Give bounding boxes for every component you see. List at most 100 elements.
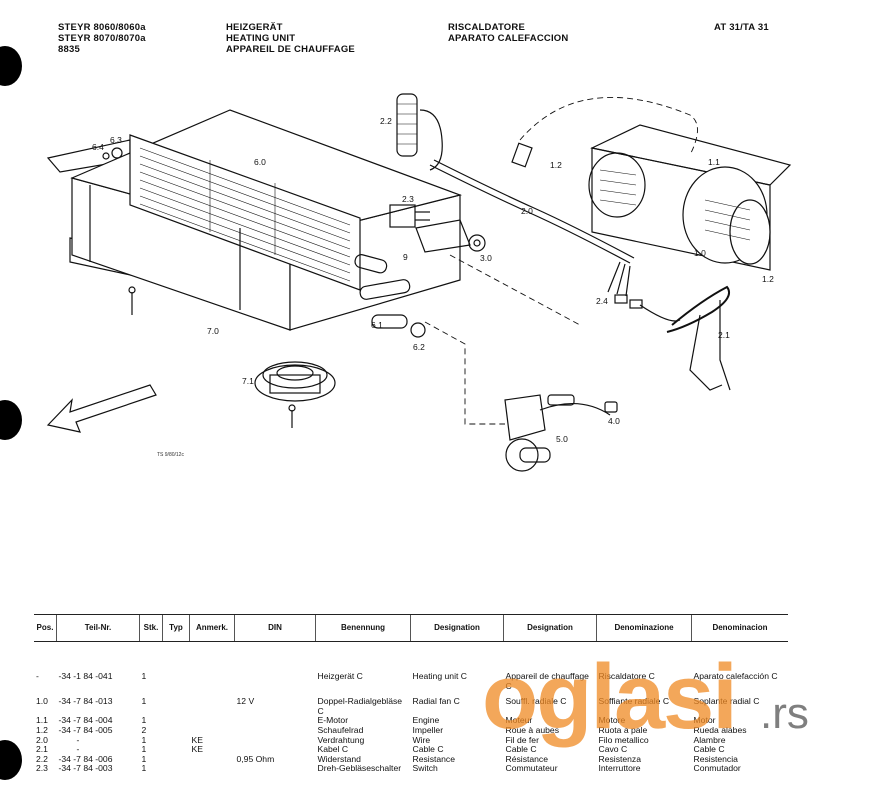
col-fr: Designation — [503, 614, 597, 642]
label-2-3: 2.3 — [402, 194, 414, 204]
label-2-4: 2.4 — [596, 296, 608, 306]
cell-part: - — [76, 744, 80, 755]
label-1-2: 1.2 — [550, 160, 562, 170]
col-es: Denominacion — [691, 614, 788, 642]
label-2-2: 2.2 — [380, 116, 392, 126]
cell-it: Interruttore — [598, 763, 641, 774]
cell-pos: 1.0 — [36, 696, 48, 707]
cell-pos: 2.2 — [36, 753, 48, 764]
cell-pos: 2.0 — [36, 734, 48, 745]
cell-en: Resistance — [412, 753, 456, 764]
cell-qty: 1 — [141, 696, 147, 707]
col-din: DIN — [234, 614, 316, 642]
table-row: 2.0 - 1 KE Verdrahtung Wire Fil de fer F… — [34, 734, 788, 746]
cell-typ — [163, 642, 190, 692]
cell-din — [235, 716, 316, 726]
label-6-4: 6.4 — [92, 142, 104, 152]
cell-typ — [163, 764, 190, 774]
cell-fr: Fil de fer — [505, 734, 539, 745]
cell-en: Switch — [412, 763, 438, 774]
table-row: 1.2 -34 -7 84 -005 2 Schaufelrad Impelle… — [34, 724, 788, 736]
table-row: 2.1 - 1 KE Kabel C Cable C Cable C Cavo … — [34, 745, 788, 755]
cell-fr: Roue à aubes — [505, 724, 560, 735]
cell-typ — [163, 755, 190, 765]
cell-es: Soplante radial C — [693, 696, 760, 707]
cell-pos: 1.2 — [36, 724, 48, 735]
cell-din: 12 V — [236, 696, 255, 707]
cell-typ — [163, 745, 190, 755]
col-it: Denominazione — [596, 614, 692, 642]
title-line: APPAREIL DE CHAUFFAGE — [226, 44, 355, 55]
title-line: HEIZGERÄT — [226, 22, 283, 33]
cell-pos: - — [36, 671, 39, 681]
cell-pos: 1.1 — [36, 715, 48, 726]
cell-typ — [163, 716, 190, 726]
cell-qty: 1 — [141, 763, 147, 774]
drawing-reference: TS 9/80/12c — [157, 452, 184, 458]
model-line: 8835 — [58, 44, 80, 55]
cell-en: Heating unit C — [412, 671, 467, 681]
cell-en: Cable C — [412, 744, 444, 755]
table-row: 1.0 -34 -7 84 -013 1 12 V Doppel-Radialg… — [34, 691, 788, 716]
cell-es: Aparato calefacción C — [693, 671, 778, 681]
title-line: APARATO CALEFACCION — [448, 33, 569, 44]
cell-pos: 2.1 — [36, 744, 48, 755]
cell-note — [190, 691, 235, 716]
title-line: HEATING UNIT — [226, 33, 296, 44]
col-typ: Typ — [162, 614, 190, 642]
cell-note — [190, 716, 235, 726]
title-line: RISCALDATORE — [448, 22, 525, 33]
cell-qty: 1 — [141, 671, 147, 681]
cell-es: Cable C — [693, 744, 725, 755]
cell-part: -34 -7 84 -003 — [58, 763, 113, 774]
cell-en: Radial fan C — [412, 696, 460, 707]
cell-en: Impeller — [412, 724, 444, 735]
cell-fr: Souffl. radiale C — [505, 696, 567, 707]
label-6-0: 6.0 — [254, 157, 266, 167]
cell-qty: 1 — [141, 715, 147, 726]
cell-fr: Appareil de chauffage C — [505, 671, 589, 691]
label-4-0: 4.0 — [608, 416, 620, 426]
punch-hole — [0, 740, 22, 780]
cell-din — [235, 642, 316, 692]
label-6-3: 6.3 — [110, 135, 122, 145]
cell-din — [235, 726, 316, 736]
cell-typ — [163, 691, 190, 716]
cell-qty: 1 — [141, 753, 147, 764]
col-en: Designation — [410, 614, 504, 642]
cell-it: Resistenza — [598, 753, 642, 764]
col-part-no: Teil-Nr. — [56, 614, 140, 642]
cell-note: KE — [191, 734, 203, 745]
cell-note: KE — [191, 744, 203, 755]
cell-de: Doppel-Radialgebläse C — [317, 696, 403, 716]
label-2-1: 2.1 — [718, 330, 730, 340]
cell-part: -34 -7 84 -004 — [58, 715, 113, 726]
cell-en: Wire — [412, 734, 431, 745]
cell-pos: 2.3 — [36, 763, 48, 774]
label-3-0: 3.0 — [480, 253, 492, 263]
title-it-es: RISCALDATORE APARATO CALEFACCION — [448, 22, 568, 44]
cell-din — [235, 764, 316, 774]
cell-es: Alambre — [693, 734, 726, 745]
punch-hole — [0, 46, 22, 86]
model-header: STEYR 8060/8060a STEYR 8070/8070a 8835 — [58, 22, 146, 55]
col-note: Anmerk. — [189, 614, 235, 642]
cell-part: - — [76, 734, 80, 745]
label-7-1: 7.1 — [242, 376, 254, 386]
cell-es: Motor — [693, 715, 716, 726]
cell-fr: Moteur — [505, 715, 533, 726]
cell-it: Motore — [598, 715, 626, 726]
table-header-row: Pos. Teil-Nr. Stk. Typ Anmerk. DIN Benen… — [34, 614, 788, 642]
cell-it: Filo metallico — [598, 734, 649, 745]
label-7-0: 7.0 — [207, 326, 219, 336]
punch-hole — [0, 400, 22, 440]
cell-part: -34 -7 84 -005 — [58, 724, 113, 735]
model-line: STEYR 8060/8060a — [58, 22, 146, 33]
cell-din: 0,95 Ohm — [236, 753, 275, 764]
cell-es: Resistencia — [693, 753, 738, 764]
cell-note — [190, 642, 235, 692]
cell-qty: 2 — [141, 724, 147, 735]
label-1-0: 1.0 — [694, 248, 706, 258]
cell-note — [190, 764, 235, 774]
label-1-1: 1.1 — [708, 157, 720, 167]
